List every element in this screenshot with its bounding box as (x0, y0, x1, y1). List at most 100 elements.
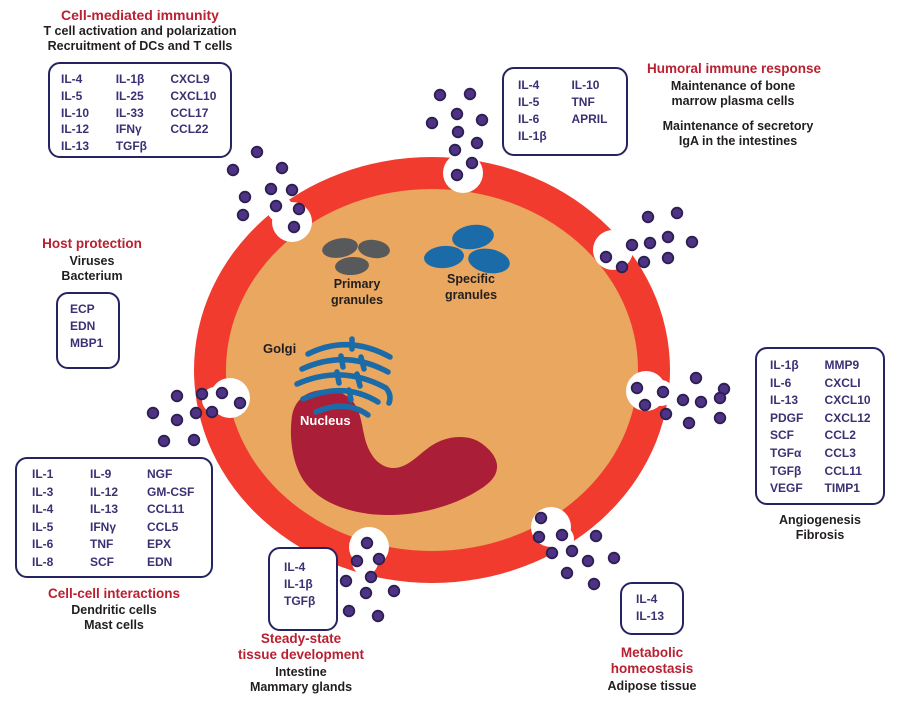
molecule-label: IL-4 (636, 592, 658, 606)
molecule-label: IL-1β (518, 129, 547, 143)
molecule-label: TGFβ (770, 463, 802, 478)
desc-line: Dendritic cells (71, 603, 157, 617)
molecule-label: IL-8 (32, 554, 54, 569)
molecule-label: CXCL12 (824, 410, 871, 425)
desc-line: marrow plasma cells (671, 94, 795, 108)
desc-line: Fibrosis (795, 528, 845, 542)
molecule-label: IL-33 (115, 105, 144, 120)
primary-granules-icon (322, 238, 390, 276)
desc-line: Mast cells (84, 618, 144, 632)
molecule-label: APRIL (571, 112, 608, 126)
molecule-label: CXCL10 (170, 88, 217, 103)
molecule-label: IL-3 (32, 484, 54, 499)
molecule-label: IL-1β (770, 358, 799, 372)
molecule-label: IL-4 (284, 560, 306, 574)
humoral-title: Humoral immune response (646, 61, 822, 76)
molecule-label: IL-1β (115, 72, 145, 86)
molecule-label: PDGF (770, 410, 804, 425)
nucleus-label: Nucleus (300, 413, 351, 428)
molecule-label: MBP1 (70, 336, 104, 350)
desc-line: Angiogenesis (779, 513, 861, 527)
molecule-label: GM-CSF (147, 484, 195, 499)
molecule-label: NGF (147, 467, 173, 481)
molecule-label: IL-5 (32, 519, 54, 534)
host-protection-title: Host protection (42, 236, 142, 251)
molecule-label: IL-4 (61, 72, 83, 86)
desc-line: Adipose tissue (607, 679, 697, 693)
molecule-label: IFNγ (115, 122, 142, 137)
specific-granules-icon (424, 224, 510, 274)
molecule-label: MMP9 (824, 358, 860, 372)
primary-granules-label-line: granules (330, 293, 384, 307)
title-line: Metabolic (620, 645, 684, 660)
molecule-label: IFNγ (90, 519, 117, 534)
molecule-label: IL-12 (90, 484, 119, 499)
molecule-label: EDN (147, 554, 173, 569)
golgi-label: Golgi (263, 341, 297, 356)
molecule-label: IL-1β (284, 577, 313, 591)
molecule-label: IL-5 (518, 95, 540, 109)
nucleus-shape (290, 389, 498, 516)
title-line: homeostasis (610, 661, 694, 676)
primary-granules-label-line: Primary (333, 277, 381, 291)
molecule-label: CCL2 (824, 428, 856, 443)
molecule-label: EDN (70, 319, 96, 333)
molecule-label: CCL11 (147, 502, 185, 516)
cell-mediated-immunity-title: Cell-mediated immunity (61, 7, 219, 23)
molecule-label: IL-6 (32, 537, 54, 551)
molecule-label: IL-9 (90, 467, 112, 481)
desc-line: T cell activation and polarization (43, 24, 237, 38)
molecule-label: TGFβ (284, 594, 316, 608)
molecule-label: TIMP1 (824, 481, 860, 496)
molecule-label: CCL17 (170, 105, 209, 120)
specific-granules-label: Specific granules (421, 271, 521, 303)
molecule-label: IL-6 (518, 112, 540, 126)
molecule-label: VEGF (770, 481, 803, 496)
molecule-label: TNF (90, 537, 114, 551)
desc-line: Maintenance of secretory (662, 119, 814, 133)
secreted-molecule-dots (146, 87, 731, 623)
desc-line: Bacterium (61, 269, 123, 283)
molecule-label: IL-10 (571, 78, 600, 92)
molecule-label: TGFα (770, 445, 802, 460)
molecule-label: IL-10 (61, 105, 90, 120)
molecule-label: IL-13 (770, 393, 799, 408)
title-line: Steady-state (260, 631, 342, 646)
desc-line: Maintenance of bone (670, 79, 796, 93)
cell-cell-interactions-title: Cell-cell interactions (47, 586, 181, 601)
molecule-label: IL-6 (770, 375, 792, 390)
specific-granules-label-line: granules (444, 288, 498, 302)
desc-line: IgA in the intestines (678, 134, 798, 148)
primary-granules-label: Primary granules (307, 276, 407, 308)
molecule-label: CXCL9 (170, 72, 210, 86)
title-line: tissue development (237, 647, 365, 662)
molecule-label: IL-1 (32, 467, 54, 481)
molecule-label: CCL3 (824, 445, 856, 460)
specific-granules-label-line: Specific (447, 272, 495, 286)
